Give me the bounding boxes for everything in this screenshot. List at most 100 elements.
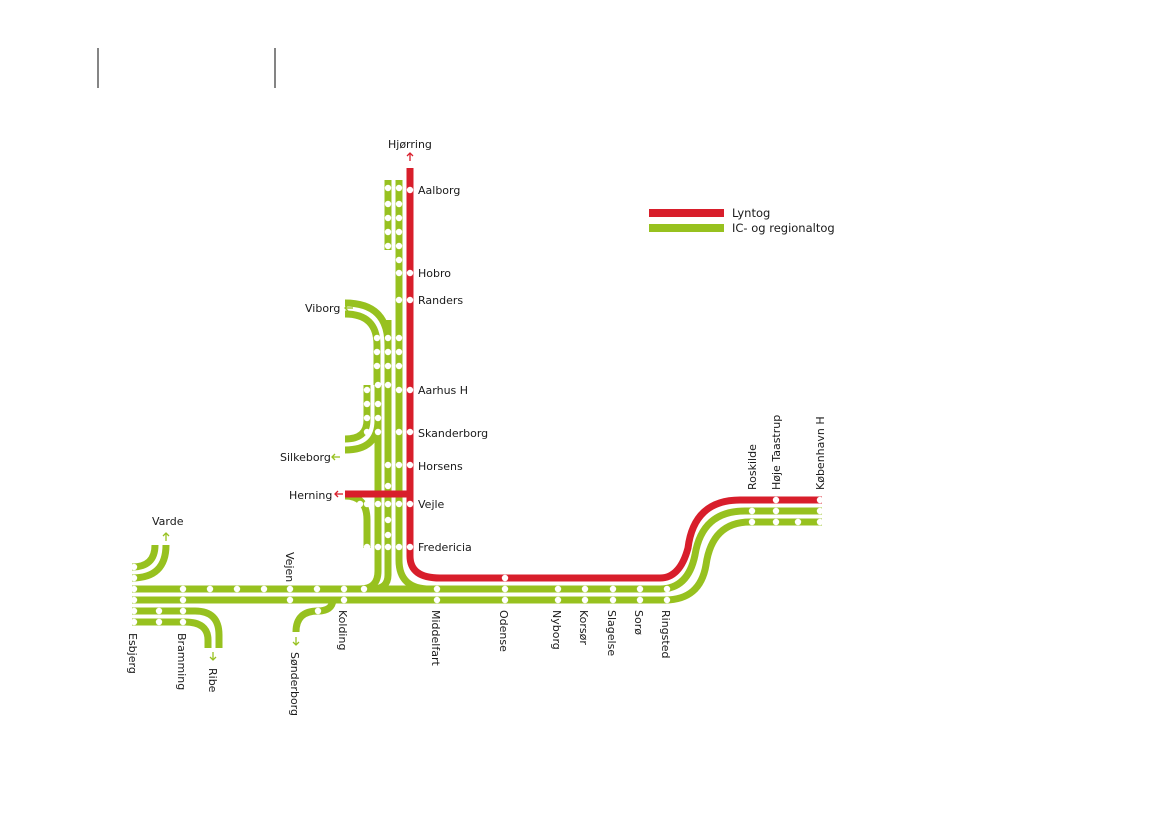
stop-dot: [384, 500, 392, 508]
stop-dot: [816, 518, 824, 526]
label-nyborg: Nyborg: [550, 610, 563, 650]
stop-dot: [395, 256, 403, 264]
arrow-down-icon: [209, 652, 217, 661]
stop-dot: [384, 334, 392, 342]
stop-dot: [772, 496, 780, 504]
stop-dot: [130, 596, 138, 604]
stop-dot: [554, 585, 562, 593]
stop-dot: [374, 381, 382, 389]
stop-dot: [179, 596, 187, 604]
arrow-left-icon: [344, 304, 353, 312]
stop-dot: [395, 334, 403, 342]
station-labels: Hjørring Aalborg Hobro Randers Viborg Aa…: [152, 138, 488, 554]
legend: Lyntog IC- og regionaltog: [649, 206, 835, 235]
stop-dot: [433, 585, 441, 593]
stop-dot: [406, 296, 414, 304]
stop-dot: [179, 607, 187, 615]
label-ribe: Ribe: [206, 668, 219, 693]
label-bramming: Bramming: [175, 633, 188, 690]
stop-dot: [373, 362, 381, 370]
arrow-left-icon: [331, 453, 340, 461]
stop-dot: [384, 543, 392, 551]
label-silkeborg: Silkeborg: [280, 451, 331, 464]
stop-dot: [663, 585, 671, 593]
stop-dot: [794, 518, 802, 526]
stop-dot: [363, 386, 371, 394]
stop-dot: [816, 496, 824, 504]
stop-dot: [636, 585, 644, 593]
stop-dot: [384, 362, 392, 370]
label-horsens: Horsens: [418, 460, 463, 473]
stop-dot: [406, 461, 414, 469]
stop-dot: [384, 381, 392, 389]
stop-dot: [609, 596, 617, 604]
label-aarhus: Aarhus H: [418, 384, 468, 397]
stop-dot: [395, 362, 403, 370]
stop-dot: [286, 596, 294, 604]
stop-dot: [433, 596, 441, 604]
stop-dot: [609, 585, 617, 593]
stop-dot: [179, 585, 187, 593]
stop-dot: [233, 585, 241, 593]
label-varde: Varde: [152, 515, 184, 528]
stop-dot: [373, 348, 381, 356]
stop-dot: [179, 618, 187, 626]
stop-dot: [636, 596, 644, 604]
stop-dot: [374, 400, 382, 408]
stop-dot: [286, 585, 294, 593]
label-aalborg: Aalborg: [418, 184, 460, 197]
stop-dot: [130, 618, 138, 626]
stop-dot: [395, 543, 403, 551]
stop-dot: [363, 414, 371, 422]
stop-dot: [395, 461, 403, 469]
stop-dot: [748, 507, 756, 515]
legend-label-regional: IC- og regionaltog: [732, 221, 835, 235]
stop-dot: [363, 428, 371, 436]
stop-dot: [816, 507, 824, 515]
stop-dot: [374, 428, 382, 436]
stop-dot: [772, 507, 780, 515]
arrow-up-icon: [162, 532, 170, 541]
stop-dot: [406, 269, 414, 277]
stop-dot: [384, 184, 392, 192]
label-middelfart: Middelfart: [429, 610, 442, 666]
stop-dot: [340, 596, 348, 604]
stop-dot: [406, 186, 414, 194]
label-roskilde: Roskilde: [746, 444, 759, 490]
stop-dot: [313, 585, 321, 593]
stop-dot: [395, 386, 403, 394]
label-ringsted: Ringsted: [659, 610, 672, 658]
stop-dot: [384, 516, 392, 524]
stop-dot: [340, 574, 348, 582]
stop-dot: [384, 200, 392, 208]
label-kolding: Kolding: [336, 610, 349, 650]
stop-dot: [501, 574, 509, 582]
label-esbjerg: Esbjerg: [126, 633, 139, 674]
arrow-down-icon: [292, 637, 300, 646]
label-soro: Sorø: [632, 610, 645, 635]
stop-dot: [373, 334, 381, 342]
legend-label-lyntog: Lyntog: [732, 206, 770, 220]
label-hjorring: Hjørring: [388, 138, 432, 151]
stop-dot: [581, 585, 589, 593]
stop-dot: [130, 607, 138, 615]
legend-swatch-lyntog: [649, 209, 724, 217]
stop-dot: [395, 428, 403, 436]
label-kobenhavn: København H: [814, 416, 827, 490]
label-sonderborg: Sønderborg: [288, 652, 301, 716]
stop-dot: [748, 518, 756, 526]
stop-dot: [340, 585, 348, 593]
stop-dot: [130, 563, 138, 571]
stop-dot: [663, 596, 671, 604]
stop-dot: [384, 228, 392, 236]
stop-dot: [260, 585, 268, 593]
stop-dot: [374, 543, 382, 551]
stop-dot: [363, 543, 371, 551]
stop-dot: [130, 585, 138, 593]
stop-dot: [374, 500, 382, 508]
stop-dot: [206, 585, 214, 593]
direction-arrows: [162, 152, 414, 661]
stop-dot: [363, 500, 371, 508]
stop-dot: [384, 348, 392, 356]
